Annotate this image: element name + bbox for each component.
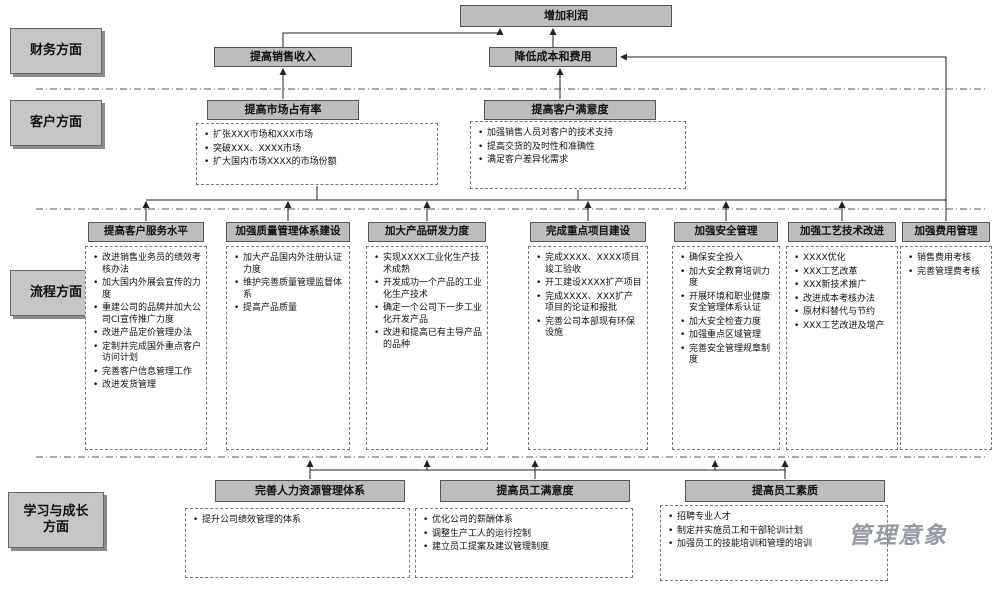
key-project-initiatives: 完成XXXX、XXXX项目竣工验收 开工建设XXXX扩产项目 完成XXXX、XX… (528, 246, 648, 450)
bullet-item: 销售费用考核 (908, 253, 986, 265)
employee-satisfaction-initiatives: 优化公司的薪酬体系 调整生产工人的运行控制 建立员工提案及建议管理制度 (415, 508, 633, 578)
node-customer-satisfaction: 提高客户满意度 (484, 100, 656, 120)
expense-initiatives: 销售费用考核 完善管理费考核 (900, 246, 992, 450)
node-customer-service: 提高客户服务水平 (88, 222, 204, 242)
bullet-item: 完善管理费考核 (908, 267, 986, 279)
bullet-item: 重建公司的品牌并加大公司CI宣传推广力度 (93, 303, 201, 326)
rnd-initiatives: 实现XXXX工业化生产技术成熟 开发成功一个产品的工业化生产技术 确定一个公司下… (366, 246, 488, 450)
node-quality-system: 加强质量管理体系建设 (226, 222, 350, 242)
bullet-item: 扩大国内市场XXXX的市场份额 (204, 157, 432, 169)
node-employee-quality: 提高员工素质 (685, 480, 885, 502)
bullet-item: 维护完善质量管理监督体系 (234, 278, 344, 301)
bullet-item: 加强员工的技能培训和管理的培训 (668, 539, 882, 551)
perspective-label-learning: 学习与成长方面 (8, 492, 104, 548)
node-safety: 加强安全管理 (674, 222, 778, 242)
safety-initiatives: 确保安全投入 加大安全教育培训力度 开展环境和职业健康安全管理体系认证 加大安全… (672, 246, 780, 450)
bullet-item: 优化公司的薪酬体系 (423, 515, 627, 527)
bullet-item: 扩张XXX市场和XXX市场 (204, 130, 432, 142)
bullet-item: 调整生产工人的运行控制 (423, 529, 627, 541)
perspective-label-customer: 客户方面 (10, 100, 102, 146)
bullet-item: 确定一个公司下一步工业化开发产品 (374, 303, 482, 326)
bullet-item: 突破XXX、XXXX市场 (204, 144, 432, 156)
bullet-item: XXX工艺改进及增产 (794, 321, 892, 333)
bullet-item: XXXX优化 (794, 253, 892, 265)
bullet-item: XXX新技术推广 (794, 280, 892, 292)
node-increase-profit: 增加利润 (460, 5, 672, 27)
tech-improvement-initiatives: XXXX优化 XXX工艺改革 XXX新技术推广 改进成本考核办法 原材料替代与节… (786, 246, 898, 450)
bullet-item: 加强销售人员对客户的技术支持 (478, 128, 680, 140)
bullet-item: 开发成功一个产品的工业化生产技术 (374, 278, 482, 301)
bullet-item: 定制并完成国外重点客户访问计划 (93, 342, 201, 365)
node-key-projects: 完成重点项目建设 (530, 222, 646, 242)
satisfaction-initiatives: 加强销售人员对客户的技术支持 提高交货的及时性和准确性 满足客户差异化需求 (470, 121, 686, 189)
bullet-item: 完成XXXX、XXX扩产项目的论证和报批 (536, 292, 642, 315)
node-market-share: 提高市场占有率 (207, 100, 359, 120)
hr-initiatives: 提升公司绩效管理的体系 (185, 508, 410, 578)
bullet-item: 完善公司本部现有环保设施 (536, 317, 642, 340)
bullet-item: 提高产品质量 (234, 303, 344, 315)
bullet-item: 实现XXXX工业化生产技术成熟 (374, 253, 482, 276)
node-increase-revenue: 提高销售收入 (214, 47, 352, 67)
customer-service-initiatives: 改进销售业务员的绩效考核办法 加大国内外展会宣传的力度 重建公司的品牌并加大公司… (85, 246, 207, 450)
bullet-item: 提高交货的及时性和准确性 (478, 142, 680, 154)
bullet-item: 开工建设XXXX扩产项目 (536, 278, 642, 290)
bullet-item: 改进销售业务员的绩效考核办法 (93, 253, 201, 276)
bullet-item: 开展环境和职业健康安全管理体系认证 (680, 292, 774, 315)
bullet-item: 建立员工提案及建议管理制度 (423, 542, 627, 554)
bullet-item: 加强重点区域管理 (680, 330, 774, 342)
employee-quality-initiatives: 招聘专业人才 制定并实施员工和干部轮训计划 加强员工的技能培训和管理的培训 (660, 505, 888, 581)
node-employee-satisfaction: 提高员工满意度 (440, 480, 630, 502)
market-share-initiatives: 扩张XXX市场和XXX市场 突破XXX、XXXX市场 扩大国内市场XXXX的市场… (196, 123, 438, 185)
bullet-item: 原材料替代与节约 (794, 307, 892, 319)
node-reduce-cost: 降低成本和费用 (489, 47, 617, 67)
bullet-item: 改进成本考核办法 (794, 294, 892, 306)
node-rnd: 加大产品研发力度 (368, 222, 486, 242)
bullet-item: 制定并实施员工和干部轮训计划 (668, 526, 882, 538)
node-expense-mgmt: 加强费用管理 (902, 222, 990, 242)
bullet-item: 加大安全检查力度 (680, 317, 774, 329)
bullet-item: 改进和提高已有主导产品的品种 (374, 328, 482, 351)
bullet-item: 满足客户差异化需求 (478, 155, 680, 167)
bullet-item: 招聘专业人才 (668, 512, 882, 524)
bullet-item: XXX工艺改革 (794, 267, 892, 279)
node-tech-improvement: 加强工艺技术改进 (788, 222, 896, 242)
bullet-item: 改进发货管理 (93, 380, 201, 392)
bullet-item: 完善客户信息管理工作 (93, 367, 201, 379)
bullet-item: 加大安全教育培训力度 (680, 267, 774, 290)
bullet-item: 完成XXXX、XXXX项目竣工验收 (536, 253, 642, 276)
bullet-item: 加大国内外展会宣传的力度 (93, 278, 201, 301)
bullet-item: 提升公司绩效管理的体系 (193, 515, 404, 527)
bullet-item: 加大产品国内外注册认证力度 (234, 253, 344, 276)
quality-initiatives: 加大产品国内外注册认证力度 维护完善质量管理监督体系 提高产品质量 (226, 246, 350, 450)
perspective-label-financial: 财务方面 (10, 28, 102, 74)
bullet-item: 完善安全管理规章制度 (680, 344, 774, 367)
watermark-logo: 管理意象 (848, 523, 948, 549)
node-hr-system: 完善人力资源管理体系 (215, 480, 405, 502)
bullet-item: 改进产品定价管理办法 (93, 328, 201, 340)
bullet-item: 确保安全投入 (680, 253, 774, 265)
